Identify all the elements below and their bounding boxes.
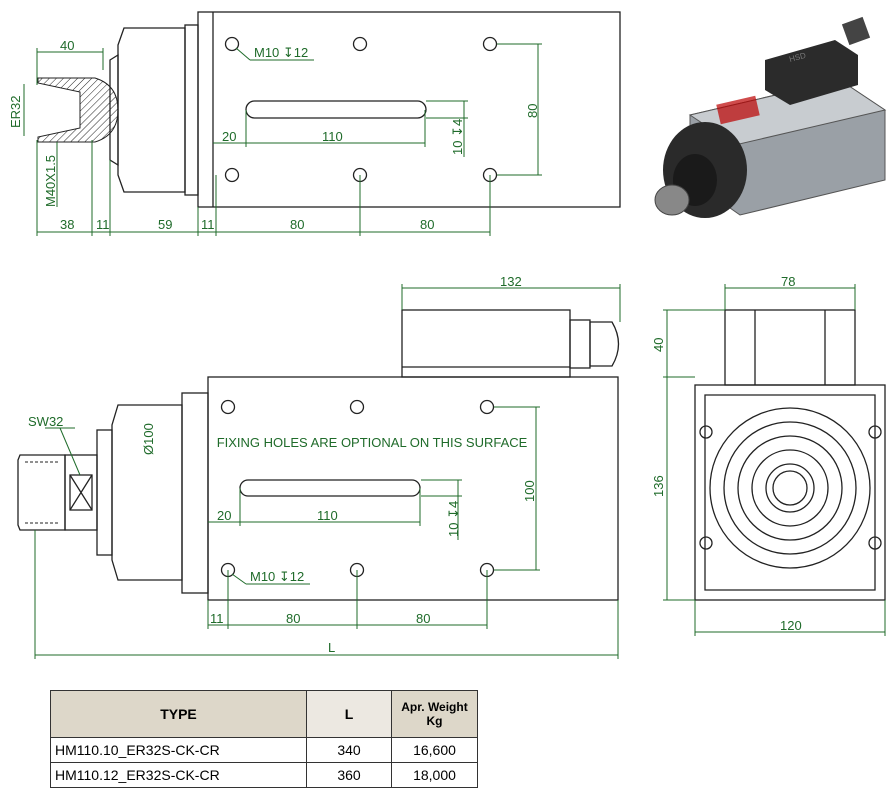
top-view: 40 ER32 M40X1.5 38 11 59 11 80 80 20 110… xyxy=(8,11,621,236)
cell-type: HM110.10_ER32S-CK-CR xyxy=(50,737,307,763)
dim-80a: 80 xyxy=(290,217,304,232)
dim-wrench: SW32 xyxy=(28,414,63,429)
table-row: HM110.10_ER32S-CK-CR 340 16,600 xyxy=(50,737,478,763)
slot xyxy=(245,100,427,119)
cell-l: 360 xyxy=(306,762,392,788)
dim-slot-width: 10 ↧4 xyxy=(450,119,465,155)
fixing-holes-note: FIXING HOLES ARE OPTIONAL ON THIS SURFAC… xyxy=(217,435,528,450)
header-weight-unit: Kg xyxy=(426,714,443,728)
dim-slot-offset-front: 20 xyxy=(217,508,231,523)
dim-body-width: 120 xyxy=(780,618,802,633)
cell-type: HM110.12_ER32S-CK-CR xyxy=(50,762,307,788)
dim-slot-width-front: 10 ↧4 xyxy=(446,501,461,537)
brand-logo: HSD xyxy=(788,51,807,64)
cell-weight: 16,600 xyxy=(391,737,478,763)
header-l: L xyxy=(306,690,392,738)
dim-80a-front: 80 xyxy=(286,611,300,626)
dim-hole-spacing-100: 100 xyxy=(522,480,537,502)
dim-11a: 11 xyxy=(96,217,110,232)
dim-body-height: 136 xyxy=(651,475,666,497)
dim-hole-spec: M10 ↧12 xyxy=(254,45,308,60)
header-type: TYPE xyxy=(50,690,307,738)
dim-diameter: Ø100 xyxy=(141,423,156,455)
dim-collet: ER32 xyxy=(8,95,23,128)
dim-11-front: 11 xyxy=(210,611,224,626)
table-row: HM110.12_ER32S-CK-CR 360 18,000 xyxy=(50,762,478,788)
motor-photo: HSD xyxy=(654,16,887,218)
dim-thread: M40X1.5 xyxy=(43,155,58,207)
dim-collet-length: 40 xyxy=(60,38,74,53)
dim-total-length: L xyxy=(328,640,335,655)
dim-slot-length: 110 xyxy=(322,129,343,144)
dim-80b: 80 xyxy=(420,217,434,232)
dim-11b: 11 xyxy=(201,217,215,232)
side-view: 78 40 136 120 xyxy=(651,274,886,636)
header-weight-label: Apr. Weight xyxy=(401,700,468,714)
dim-slot-offset: 20 xyxy=(222,129,236,144)
dim-slot-length-front: 110 xyxy=(317,508,338,523)
dim-80b-front: 80 xyxy=(416,611,430,626)
front-view: FIXING HOLES ARE OPTIONAL ON THIS SURFAC… xyxy=(17,274,621,659)
dim-59: 59 xyxy=(158,217,172,232)
dim-box-length: 132 xyxy=(500,274,522,289)
dim-hole-spec-front: M10 ↧12 xyxy=(250,569,304,584)
dim-box-width: 78 xyxy=(781,274,795,289)
cell-weight: 18,000 xyxy=(391,762,478,788)
cell-l: 340 xyxy=(306,737,392,763)
dim-hole-spacing: 80 xyxy=(525,104,540,118)
technical-drawing: 40 ER32 M40X1.5 38 11 59 11 80 80 20 110… xyxy=(8,11,887,659)
dim-38: 38 xyxy=(60,217,74,232)
mounting-holes xyxy=(224,36,498,183)
dim-box-height: 40 xyxy=(651,338,666,352)
